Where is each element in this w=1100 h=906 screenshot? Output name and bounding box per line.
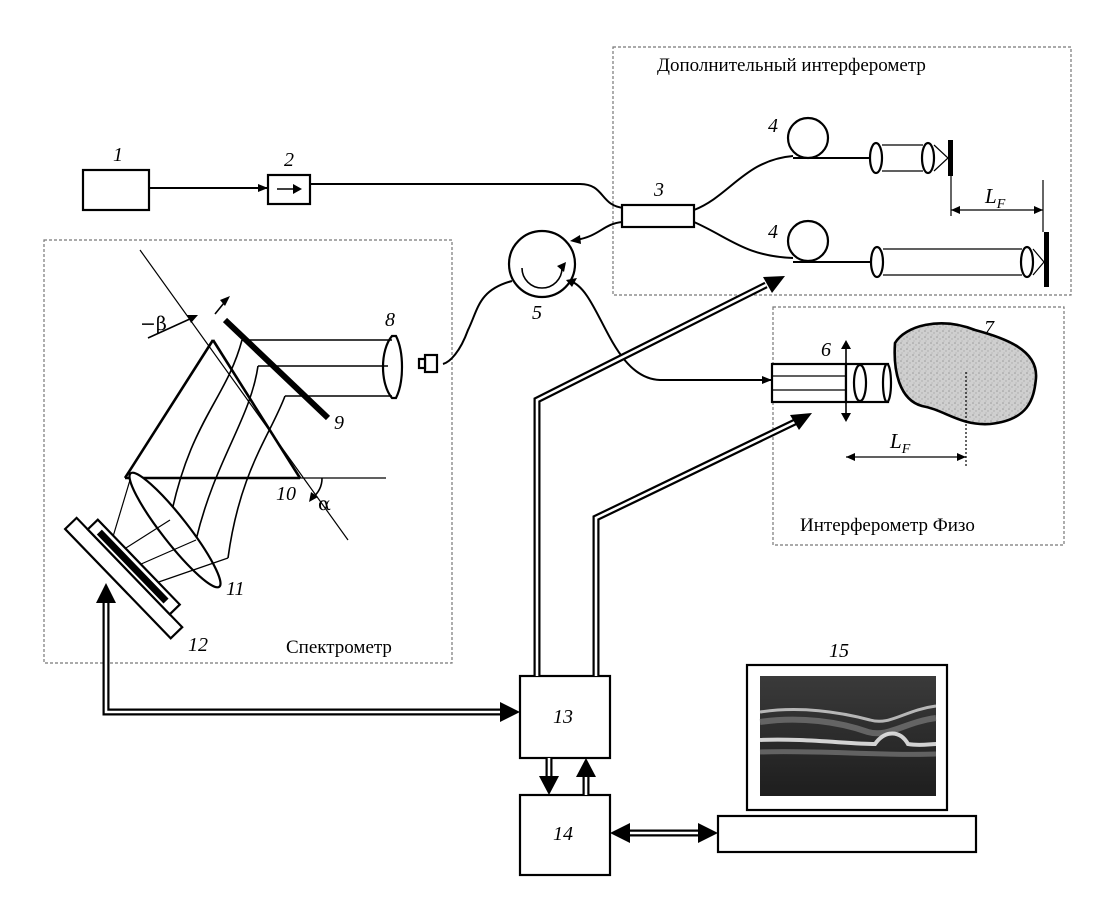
fiber-isolator-coupler: [310, 183, 625, 209]
dispersed-ray-1: [169, 339, 243, 521]
label-block-14: 14: [553, 823, 573, 845]
label-object: 7: [984, 317, 995, 339]
beta-label: −β: [140, 313, 167, 335]
label-coil-lower: 4: [768, 221, 778, 243]
lf-label-lower: LF: [889, 429, 911, 457]
fiber-coupler-lower-arm: [693, 221, 794, 259]
sample-object: [893, 322, 1038, 426]
focusing-lens-11: [128, 471, 222, 589]
focus-ray-3: [131, 539, 197, 569]
label-monitor-15: 15: [829, 640, 849, 662]
label-lens-8: 8: [385, 309, 395, 331]
computer-block-14: [518, 793, 612, 877]
dispersed-ray-2: [195, 365, 259, 541]
label-coupler: 3: [653, 179, 664, 201]
lf-arrow-left-lower: [846, 453, 855, 461]
beta-reference-line: [139, 249, 349, 541]
probe-end-face: [881, 362, 893, 404]
beta-tick-arrowhead: [220, 296, 230, 306]
alpha-arrowhead: [309, 492, 318, 502]
focus-ray-2: [117, 519, 171, 554]
fizeau-interferometer-frame: [772, 306, 1065, 546]
bus-camera-arrowhead: [96, 583, 116, 603]
focus-ray-1: [111, 479, 131, 541]
lower-arm-mirror: [1044, 232, 1049, 287]
label-circulator: 5: [532, 302, 542, 324]
lower-focus-cone: [1032, 248, 1045, 276]
fizeau-interferometer-caption: Интерферометр Физо: [800, 515, 975, 536]
focus-ray-4: [149, 557, 229, 586]
fiber-coupler: [620, 203, 696, 229]
bus-fizeau-arrowhead: [790, 413, 812, 430]
upper-arm-lens: [920, 141, 936, 175]
fiber-coil-lower: [786, 219, 830, 263]
fiber-circulator-arrowhead: [570, 235, 581, 244]
label-probe: 6: [821, 339, 831, 361]
label-mirror-9: 9: [334, 412, 344, 434]
alpha-label: α: [318, 493, 331, 515]
line-camera-12: [63, 516, 184, 640]
bus-13-arrowhead: [500, 702, 520, 722]
probe-lens: [852, 363, 868, 403]
bus-interferometer-arrowhead: [763, 276, 785, 293]
oct-image-layer-1: [759, 704, 937, 723]
fiber-connector-8: [423, 353, 439, 374]
label-camera-12: 12: [188, 634, 208, 656]
fiber-source-arrowhead: [258, 184, 268, 192]
folding-mirror-9: [222, 317, 331, 421]
fiber-coil-upper: [786, 116, 830, 160]
label-source: 1: [113, 144, 123, 166]
fiber-connector-8-tip: [417, 357, 427, 370]
lower-arm-collimator: [869, 245, 885, 279]
label-block-13: 13: [553, 706, 573, 728]
fiber-coupler-upper-arm: [693, 155, 794, 211]
lf-arrow-right-lower: [957, 453, 966, 461]
lf-arrow-left-upper: [951, 206, 960, 214]
grating-incident-ray: [123, 339, 215, 479]
spectrometer-frame: [43, 239, 453, 664]
circulator-inner-arc: [521, 267, 563, 289]
bus-monitor-arrowhead: [698, 823, 718, 843]
upper-arm-mirror: [948, 140, 953, 176]
control-block-13: [518, 674, 612, 760]
bus-14-to-13-arrowhead: [576, 758, 596, 777]
lower-arm-lens: [1019, 245, 1035, 279]
fiber-coupler-circulator: [575, 221, 623, 241]
oct-image-layer-3: [759, 731, 937, 747]
label-lens-11: 11: [226, 578, 245, 600]
oct-image-layer-4: [759, 749, 937, 757]
additional-interferometer-caption: Дополнительный интерферометр: [657, 55, 926, 76]
probe-axis-arrow-top: [841, 340, 851, 349]
upper-focus-cone: [933, 144, 949, 172]
probe-axis-arrow-bottom: [841, 413, 851, 422]
bus-14-arrowhead: [610, 823, 630, 843]
keyboard-unit: [716, 814, 978, 854]
additional-interferometer-frame: [612, 46, 1072, 296]
beta-arrow: [147, 317, 193, 339]
probe-body: [770, 362, 848, 404]
fiber-circulator-probe: [569, 280, 772, 381]
label-isolator: 2: [284, 149, 294, 171]
fiber-probe-arrowhead: [566, 278, 577, 287]
spectrometer-caption: Спектрометр: [286, 637, 392, 658]
dispersed-ray-3: [227, 395, 286, 559]
grating-upper-ray: [211, 339, 302, 479]
label-grating-10: 10: [276, 483, 296, 505]
light-source-block: [81, 168, 151, 212]
beta-arrowhead: [187, 315, 198, 323]
isolator-arrowhead: [293, 184, 302, 194]
collimating-lens-8: [382, 334, 404, 400]
bus-13-to-14-arrowhead: [539, 776, 559, 795]
label-coil-upper: 4: [768, 115, 778, 137]
circulator-inner-arrowhead: [557, 262, 566, 272]
lf-label-upper: LF: [984, 184, 1006, 212]
upper-arm-collimator: [868, 141, 884, 175]
monitor-15-screen: [760, 676, 936, 796]
lf-arrow-right-upper: [1034, 206, 1043, 214]
bus-13-to-fizeau: [592, 418, 797, 676]
fiber-probe-arrowhead-end: [762, 376, 772, 384]
fiber-circulator-spectrometer: [442, 280, 513, 365]
oct-image-layer-2: [759, 715, 937, 737]
